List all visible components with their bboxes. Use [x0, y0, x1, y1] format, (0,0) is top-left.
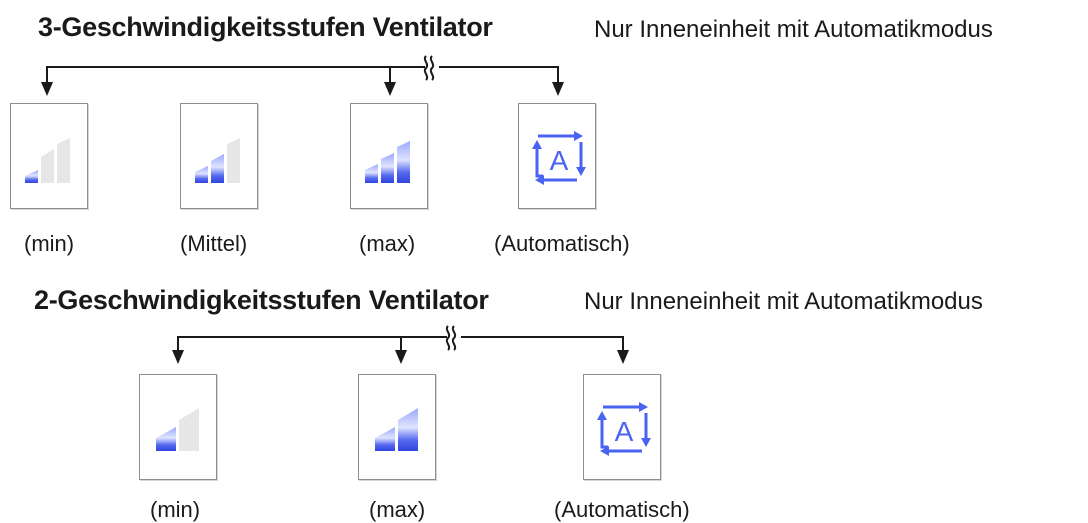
fan-speed-2bar-min-icon — [156, 408, 199, 451]
fan-speed-max-card[interactable] — [350, 103, 428, 209]
caption-automatisch-2: (Automatisch) — [554, 497, 690, 522]
fan-speed-mid-card[interactable] — [180, 103, 258, 209]
fan-speed-min-card-2[interactable] — [139, 374, 217, 480]
fan-speed-3bar-mid-icon — [195, 138, 240, 183]
fan-speed-min-card[interactable] — [10, 103, 88, 209]
auto-glyph: A — [550, 145, 569, 176]
section1-note: Nur Inneneinheit mit Automatikmodus — [594, 16, 993, 43]
caption-automatisch: (Automatisch) — [494, 231, 630, 256]
section2-connector — [177, 325, 624, 352]
auto-mode-icon: A — [532, 131, 586, 185]
section1-connector — [46, 55, 559, 84]
caption-min-2: (min) — [150, 497, 201, 522]
caption-max: (max) — [359, 231, 416, 256]
section1-title: 3-Geschwindigkeitsstufen Ventilator — [38, 12, 493, 42]
section2-arrowheads — [172, 350, 629, 364]
fan-speed-max-card-2[interactable] — [358, 374, 436, 480]
auto-mode-card-2[interactable]: A — [583, 374, 661, 480]
caption-min: (min) — [24, 231, 75, 256]
section1-arrowheads — [41, 82, 564, 96]
caption-max-2: (max) — [369, 497, 426, 522]
auto-mode-icon: A — [597, 402, 651, 456]
caption-mittel: (Mittel) — [180, 231, 248, 256]
fan-speed-3bar-max-icon — [365, 141, 410, 183]
fan-speed-3bar-min-icon — [25, 138, 70, 183]
section2-title: 2-Geschwindigkeitsstufen Ventilator — [34, 285, 489, 315]
auto-glyph: A — [615, 416, 634, 447]
fan-speed-2bar-max-icon — [375, 408, 418, 451]
section2-note: Nur Inneneinheit mit Automatikmodus — [584, 288, 983, 315]
auto-mode-card[interactable]: A — [518, 103, 596, 209]
